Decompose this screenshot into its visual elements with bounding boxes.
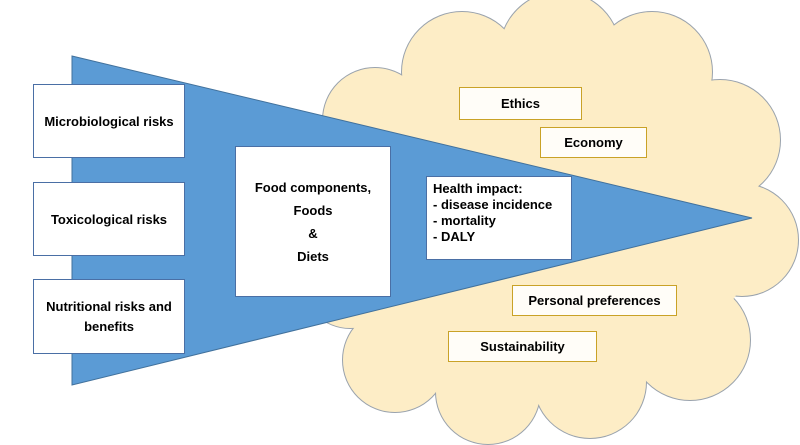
risk-label-microbiological: Microbiological risks [44, 113, 174, 129]
risk-box-microbiological: Microbiological risks [33, 84, 185, 158]
food-box: Food components, Foods & Diets [235, 146, 391, 297]
risk-label-toxicological: Toxicological risks [50, 211, 168, 227]
health-item-daly: - DALY [433, 229, 476, 244]
factor-label-sustainability: Sustainability [480, 339, 565, 354]
health-item-mortality: - mortality [433, 213, 496, 228]
risk-box-nutritional: Nutritional risks and benefits [33, 279, 185, 354]
factor-box-sustainability: Sustainability [448, 331, 597, 362]
factor-box-economy: Economy [540, 127, 647, 158]
risk-box-toxicological: Toxicological risks [33, 182, 185, 256]
health-impact-box: Health impact: - disease incidence - mor… [426, 176, 572, 260]
food-line-components: Food components, [254, 179, 372, 195]
factor-label-ethics: Ethics [500, 96, 540, 111]
risk-label-nutritional: Nutritional risks and benefits [46, 298, 172, 334]
factor-box-personal-preferences: Personal preferences [512, 285, 677, 316]
food-line-diets: Diets [297, 248, 329, 264]
factor-label-personal-preferences: Personal preferences [528, 293, 661, 308]
health-item-disease-incidence: - disease incidence [433, 197, 553, 212]
food-line-ampersand: & [308, 225, 318, 241]
factor-label-economy: Economy [564, 135, 623, 150]
food-line-foods: Foods [293, 202, 333, 218]
health-impact-title: Health impact: [433, 181, 523, 196]
factor-box-ethics: Ethics [459, 87, 582, 120]
